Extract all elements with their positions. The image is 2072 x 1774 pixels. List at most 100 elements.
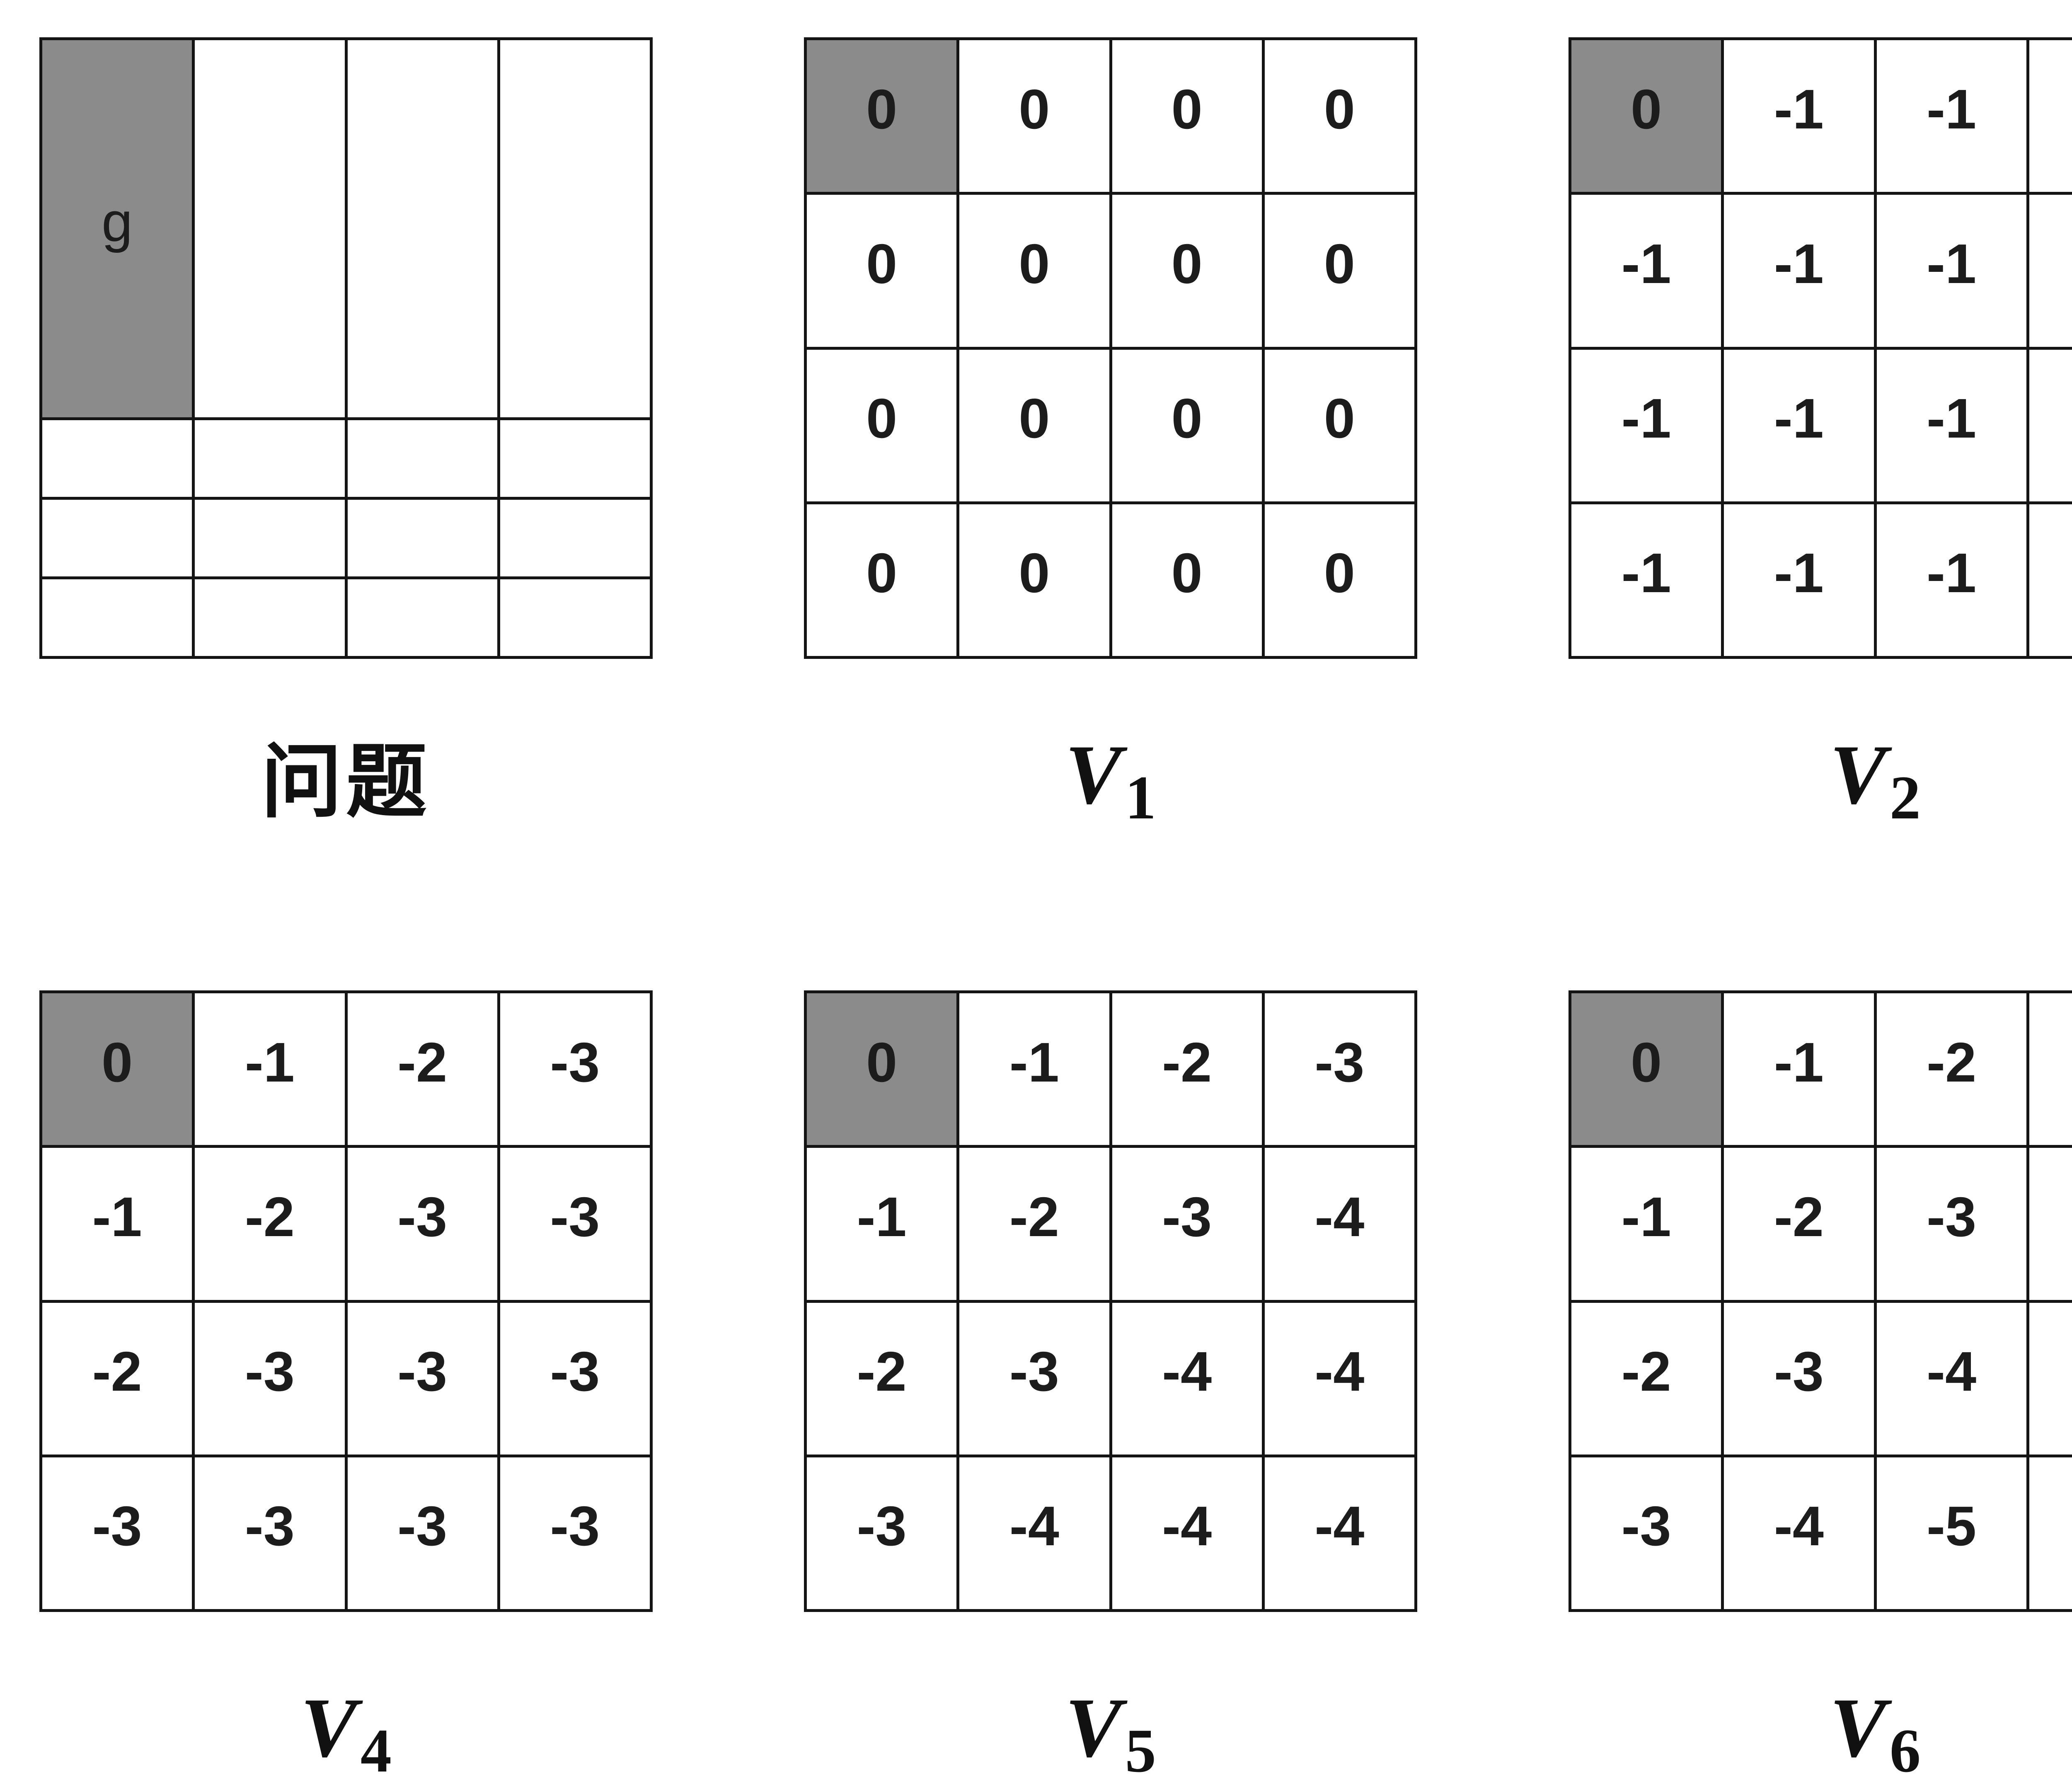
grid-cell: 0 — [1261, 501, 1418, 659]
grid-cell: -1 — [1721, 37, 1877, 195]
grid-v2: 0-1-1-1-1-1-1-1-1-1-1-1-1-1-1-1 — [1568, 37, 2072, 659]
caption-v4-symbol: V — [300, 1681, 357, 1774]
caption-v6-subscript: 6 — [1889, 1716, 1921, 1774]
grid-cell: -2 — [1109, 990, 1265, 1148]
grid-cell: -5 — [1874, 1454, 2029, 1612]
grid-cell: -3 — [344, 1454, 500, 1612]
grid-block-problem: g 问题 — [39, 37, 653, 849]
grid-cell — [39, 417, 195, 500]
grid-cell: -1 — [1721, 346, 1877, 504]
goal-cell: 0 — [1568, 990, 1724, 1148]
goal-cell: 0 — [804, 37, 960, 195]
grid-cell — [192, 37, 348, 421]
caption-v2-symbol: V — [1830, 728, 1886, 822]
grid-row: -2-3-3-3 — [39, 1300, 653, 1457]
grid-cell: -3 — [1261, 990, 1418, 1148]
grid-row: -1-2-3-4 — [804, 1145, 1418, 1303]
grid-cell: 0 — [1261, 346, 1418, 504]
grid-cell: -4 — [1261, 1300, 1418, 1457]
grid-cell — [39, 576, 195, 659]
grid-cell: -1 — [2026, 501, 2072, 659]
grid-cell: 0 — [956, 346, 1112, 504]
grid-row: -2-3-4-4 — [804, 1300, 1418, 1457]
grid-cell: -5 — [2026, 1454, 2072, 1612]
grid-cell: 0 — [1109, 501, 1265, 659]
grid-cell — [344, 417, 500, 500]
grid-cell: -1 — [39, 1145, 195, 1303]
grid-cell: -3 — [1721, 1300, 1877, 1457]
grid-cell: 0 — [956, 501, 1112, 659]
grid-block-v2: 0-1-1-1-1-1-1-1-1-1-1-1-1-1-1-1 V2 — [1568, 37, 2072, 849]
grid-cell: 0 — [1261, 192, 1418, 350]
grid-cell: -1 — [1721, 990, 1877, 1148]
grid-cell: -2 — [1874, 990, 2029, 1148]
goal-cell: g — [39, 37, 195, 421]
grid-cell: -3 — [497, 1454, 653, 1612]
grid-cell: 0 — [804, 192, 960, 350]
caption-problem: 问题 — [39, 700, 653, 849]
caption-v1-subscript: 1 — [1125, 763, 1156, 832]
grid-row: -3-4-5-5 — [1568, 1454, 2072, 1612]
grid-cell: -3 — [344, 1145, 500, 1303]
grid-row: 0-1-1-1 — [1568, 37, 2072, 195]
grid-row: 0-1-2-3 — [39, 990, 653, 1148]
grid-cell: -3 — [956, 1300, 1112, 1457]
grid-cell — [344, 37, 500, 421]
grid-cell: 0 — [804, 501, 960, 659]
grid-cell — [497, 497, 653, 580]
grid-cell: -5 — [2026, 1300, 2072, 1457]
caption-v2-subscript: 2 — [1889, 763, 1921, 832]
grid-cell: -1 — [2026, 37, 2072, 195]
grid-cell: -3 — [2026, 990, 2072, 1148]
grid-row: -3-4-4-4 — [804, 1454, 1418, 1612]
grid-v4: 0-1-2-3-1-2-3-3-2-3-3-3-3-3-3-3 — [39, 990, 653, 1612]
grid-cell: -3 — [1109, 1145, 1265, 1303]
grid-cell: -3 — [39, 1454, 195, 1612]
grid-row — [39, 497, 653, 580]
goal-cell: 0 — [1568, 37, 1724, 195]
grid-cell — [344, 576, 500, 659]
grid-cell: 0 — [1109, 37, 1265, 195]
grid-row: -1-2-3-4 — [1568, 1145, 2072, 1303]
grid-row — [39, 417, 653, 500]
grid-cell — [497, 37, 653, 421]
grid-cell: -4 — [956, 1454, 1112, 1612]
goal-cell: 0 — [39, 990, 195, 1148]
grid-cell: -1 — [192, 990, 348, 1148]
grid-cell: -1 — [1874, 346, 2029, 504]
caption-v1-symbol: V — [1065, 728, 1122, 822]
grid-row: 0-1-2-3 — [1568, 990, 2072, 1148]
grid-cell: -3 — [344, 1300, 500, 1457]
grid-cell: -1 — [1568, 501, 1724, 659]
grid-cell: -1 — [1568, 192, 1724, 350]
grid-cell: -1 — [2026, 192, 2072, 350]
grid-cell: -2 — [1721, 1145, 1877, 1303]
grid-cell: -1 — [956, 990, 1112, 1148]
grid-cell: -4 — [1109, 1300, 1265, 1457]
goal-cell: 0 — [804, 990, 960, 1148]
grid-cell: -4 — [2026, 1145, 2072, 1303]
grid-cell: -1 — [1874, 501, 2029, 659]
grid-cell: -1 — [804, 1145, 960, 1303]
caption-v6-symbol: V — [1830, 1681, 1886, 1774]
grid-cell: -2 — [39, 1300, 195, 1457]
grid-cell: -3 — [497, 1145, 653, 1303]
grid-v6: 0-1-2-3-1-2-3-4-2-3-4-5-3-4-5-5 — [1568, 990, 2072, 1612]
grid-row: -1-1-1-1 — [1568, 501, 2072, 659]
grid-cell: -4 — [1261, 1145, 1418, 1303]
grid-cell: -3 — [497, 1300, 653, 1457]
grid-cell: -3 — [192, 1300, 348, 1457]
grid-cell — [497, 576, 653, 659]
grid-row: -1-1-1-1 — [1568, 192, 2072, 350]
grid-cell: -3 — [192, 1454, 348, 1612]
grid-cell: -2 — [956, 1145, 1112, 1303]
grid-cell: -3 — [1874, 1145, 2029, 1303]
grid-row: -1-2-3-3 — [39, 1145, 653, 1303]
